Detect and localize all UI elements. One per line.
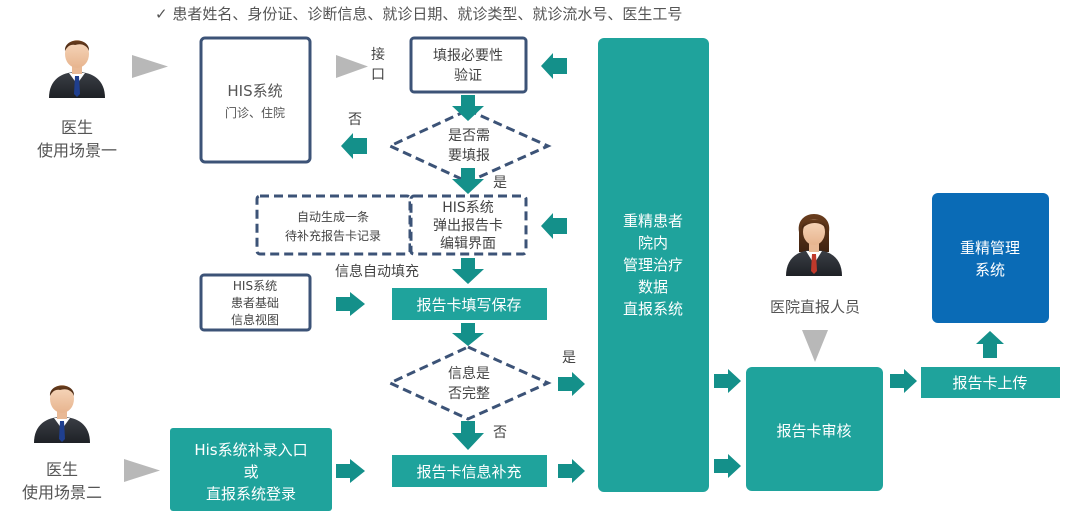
no-label-bottom: 否 — [493, 425, 507, 441]
doctor-2-scene: 使用场景二 — [22, 483, 102, 502]
arrow-system-to-review-1 — [714, 369, 741, 393]
doctor-scene-1: 医生 使用场景一 — [37, 40, 117, 160]
interface-label-2: 口 — [371, 67, 385, 83]
patient-view-line3: 信息视图 — [231, 312, 279, 327]
patient-view-line1: HIS系统 — [233, 279, 277, 293]
need-fill-line1: 是否需 — [448, 128, 490, 144]
patient-view-box: HIS系统 患者基础 信息视图 — [199, 273, 312, 332]
gray-arrow-reporter-review — [802, 330, 828, 362]
gray-arrow-doctor1-his — [132, 55, 168, 78]
arrow-popup-to-save — [452, 258, 484, 284]
doctor-avatar-icon — [34, 385, 90, 443]
mgmt-system-line1: 重精管理 — [960, 239, 1020, 257]
auto-record-box: 自动生成一条 待补充报告卡记录 — [255, 194, 412, 256]
arrow-check-to-decision — [452, 95, 484, 121]
no-label-top: 否 — [348, 112, 362, 128]
mgmt-system-line2: 系统 — [975, 261, 1005, 279]
direct-report-system-box: 重精患者 院内 管理治疗 数据 直报系统 — [598, 38, 709, 492]
info-complete-decision: 信息是 否完整 — [386, 345, 552, 421]
arrow-decision-yes-down — [452, 168, 484, 194]
save-card-box: 报告卡填写保存 — [392, 288, 547, 320]
gray-arrow-his-interface — [336, 55, 368, 78]
direct-system-line5: 直报系统 — [623, 300, 683, 318]
arrow-system-to-popup — [541, 213, 567, 239]
auto-record-line2: 待补充报告卡记录 — [285, 228, 381, 243]
required-check-box: 填报必要性 验证 — [409, 36, 528, 94]
required-check-line2: 验证 — [454, 68, 482, 84]
gray-arrow-doctor2-entry — [124, 459, 160, 482]
review-label: 报告卡审核 — [776, 422, 851, 440]
doctor-scene-2: 医生 使用场景二 — [22, 385, 102, 502]
popup-editor-box: HIS系统 弹出报告卡 编辑界面 — [409, 194, 528, 256]
doctor-avatar-icon — [49, 40, 105, 98]
supplement-entry-line2: 或 — [243, 463, 258, 481]
his-system-subtitle: 门诊、住院 — [225, 105, 285, 120]
popup-editor-line1: HIS系统 — [442, 200, 494, 216]
arrow-system-to-review-2 — [714, 454, 741, 478]
review-box: 报告卡审核 — [746, 367, 883, 491]
arrow-supplement-to-system — [558, 459, 585, 483]
auto-record-line1: 自动生成一条 — [297, 210, 369, 224]
arrow-complete-no-down — [452, 421, 484, 450]
arrow-review-to-upload — [890, 369, 917, 393]
reporter-avatar-icon — [786, 214, 842, 276]
arrow-system-to-check — [541, 53, 567, 79]
yes-label-mid: 是 — [493, 175, 507, 191]
arrow-upload-to-mgmt — [976, 331, 1004, 358]
supplement-entry-line1: His系统补录入口 — [194, 441, 307, 459]
need-fill-line2: 要填报 — [448, 148, 490, 164]
save-card-label: 报告卡填写保存 — [416, 296, 521, 314]
doctor-1-role: 医生 — [61, 118, 93, 137]
popup-editor-line2: 弹出报告卡 — [433, 218, 503, 234]
yes-label-right: 是 — [562, 350, 576, 366]
header-note: ✓ 患者姓名、身份证、诊断信息、就诊日期、就诊类型、就诊流水号、医生工号 — [155, 5, 682, 23]
reporter-label: 医院直报人员 — [770, 298, 860, 316]
doctor-1-scene: 使用场景一 — [37, 141, 117, 160]
arrow-complete-yes-right — [558, 372, 585, 396]
arrow-view-to-save — [336, 292, 365, 316]
auto-fill-label: 信息自动填充 — [335, 263, 419, 280]
his-system-box: HIS系统 门诊、住院 — [199, 36, 312, 164]
doctor-2-role: 医生 — [46, 460, 78, 479]
his-system-title: HIS系统 — [227, 82, 282, 100]
hospital-reporter: 医院直报人员 — [770, 214, 860, 316]
direct-system-line3: 管理治疗 — [623, 256, 683, 274]
supplement-entry-line3: 直报系统登录 — [206, 485, 296, 503]
arrow-save-to-decision — [452, 323, 484, 346]
popup-editor-line3: 编辑界面 — [440, 236, 496, 252]
direct-system-line4: 数据 — [638, 278, 668, 296]
supplement-card-label: 报告卡信息补充 — [416, 463, 521, 481]
mgmt-system-box: 重精管理 系统 — [932, 193, 1049, 323]
arrow-entry-to-supplement — [336, 459, 365, 483]
info-complete-line1: 信息是 — [448, 365, 490, 382]
supplement-card-box: 报告卡信息补充 — [392, 455, 547, 487]
interface-label-1: 接 — [371, 46, 385, 63]
upload-box: 报告卡上传 — [921, 367, 1060, 398]
arrow-decision-no-left — [341, 133, 367, 159]
patient-view-line2: 患者基础 — [231, 296, 279, 310]
upload-label: 报告卡上传 — [952, 374, 1027, 392]
required-check-line1: 填报必要性 — [433, 48, 503, 64]
info-complete-line2: 否完整 — [448, 386, 490, 402]
supplement-entry-box: His系统补录入口 或 直报系统登录 — [170, 428, 332, 511]
direct-system-line1: 重精患者 — [623, 212, 683, 230]
direct-system-line2: 院内 — [638, 234, 668, 252]
